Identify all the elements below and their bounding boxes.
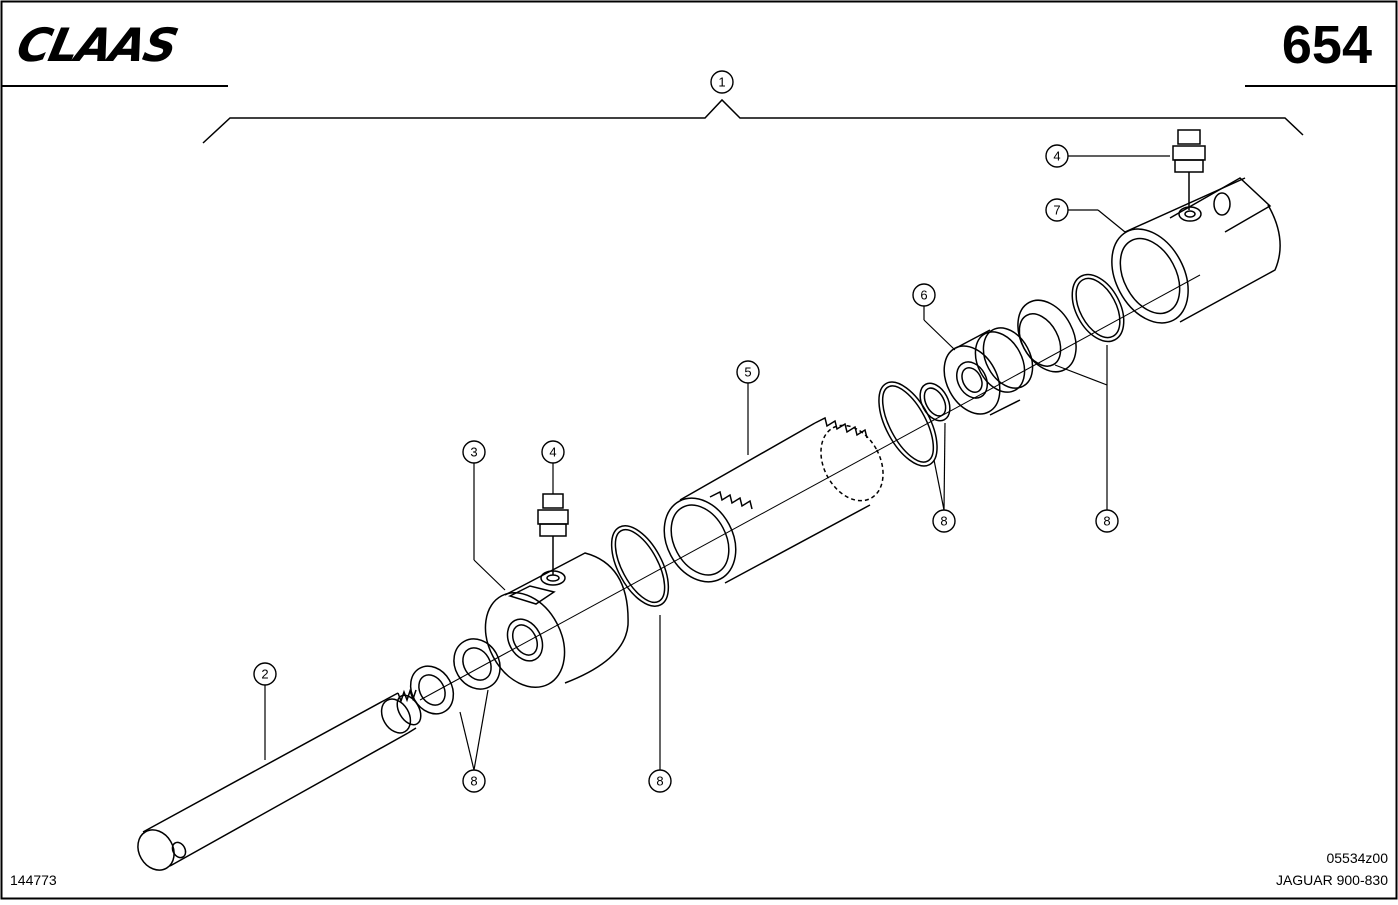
seal-ring-pair-right [1017, 273, 1125, 373]
callout-label: 8 [940, 514, 947, 529]
piston-rod [137, 688, 422, 871]
callout-label: 4 [1053, 149, 1060, 164]
callout-label: 5 [744, 365, 751, 380]
callout-8-rear [1095, 509, 1119, 533]
page-number: 654 [1281, 15, 1372, 75]
leader-lines [264, 155, 1170, 771]
o-ring-front-inner [614, 528, 666, 604]
callout-4-rear [1045, 144, 1069, 168]
seal-ring-pair-left [409, 638, 501, 715]
callout-7 [1045, 198, 1069, 222]
callout-label: 3 [470, 445, 477, 460]
callout-2 [253, 662, 277, 686]
assembly-axis [419, 274, 1201, 701]
callout-circles [253, 70, 1119, 793]
callout-label: 6 [920, 288, 927, 303]
callout-label: 4 [549, 445, 556, 460]
o-ring-middle-inner [881, 385, 935, 463]
small-o-ring [919, 382, 951, 422]
small-o-ring-inner [923, 387, 947, 417]
assembly-bracket [202, 98, 1304, 144]
o-ring-front [610, 525, 670, 607]
callout-8-left [462, 769, 486, 793]
callout-label: 8 [1103, 514, 1110, 529]
piston [943, 327, 1034, 416]
brand-logo: CLAAS [12, 18, 182, 72]
callout-8-middle [932, 509, 956, 533]
front-head [484, 552, 629, 689]
callout-1 [710, 70, 734, 94]
callout-label: 1 [718, 75, 725, 90]
callout-8-front [648, 769, 672, 793]
drawing-id: 144773 [10, 872, 57, 888]
callout-label: 2 [261, 667, 268, 682]
model-name: JAGUAR 900-830 [1275, 872, 1388, 888]
fitting-front [537, 493, 569, 575]
callout-6 [912, 283, 936, 307]
callout-labels: 1 2 3 4 4 5 6 7 8 8 8 8 [261, 75, 1110, 789]
callout-3 [462, 440, 486, 464]
callout-label: 7 [1053, 203, 1060, 218]
fitting-rear [1172, 129, 1206, 210]
callout-label: 8 [470, 774, 477, 789]
callout-label: 8 [656, 774, 663, 789]
cylinder-tube [663, 416, 884, 584]
callout-4-front [541, 440, 565, 464]
o-ring-middle [878, 381, 938, 467]
rear-head [1111, 177, 1281, 324]
callout-5 [736, 360, 760, 384]
image-code: 05534z00 [1326, 850, 1388, 866]
